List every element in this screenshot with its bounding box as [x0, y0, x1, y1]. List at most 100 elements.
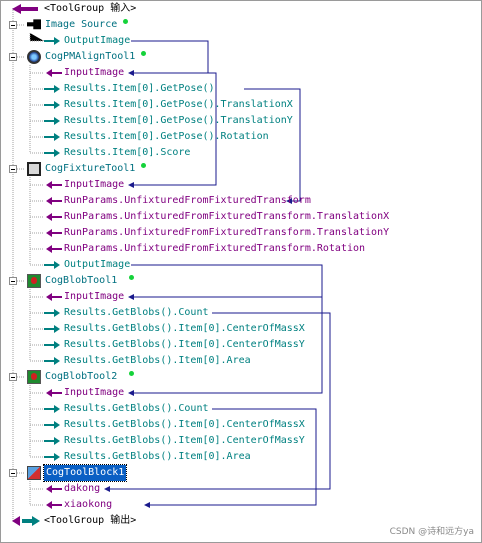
blob-icon	[27, 274, 41, 288]
input-arrow-icon	[46, 245, 62, 253]
group-output-label: <ToolGroup 输出>	[44, 515, 137, 526]
terminal-input[interactable]: RunParams.UnfixturedFromFixturedTransfor…	[44, 193, 384, 209]
input-arrow-icon	[46, 501, 62, 509]
collapse-toggle[interactable]	[9, 53, 17, 61]
tool-image-source[interactable]: Image Source	[5, 17, 205, 33]
status-ok-icon	[123, 19, 128, 24]
terminal-output[interactable]: Results.Item[0].GetPose().TranslationY	[44, 113, 344, 129]
group-output-row[interactable]: <ToolGroup 输出>	[8, 513, 208, 529]
terminal-output[interactable]: Results.Item[0].GetPose().TranslationX	[44, 97, 344, 113]
terminal-label: RunParams.UnfixturedFromFixturedTransfor…	[64, 243, 366, 254]
terminal-output[interactable]: Results.GetBlobs().Item[0].CenterOfMassX	[44, 417, 344, 433]
tool-block[interactable]: CogToolBlock1	[5, 464, 205, 482]
collapse-toggle[interactable]	[9, 277, 17, 285]
terminal-output[interactable]: Results.GetBlobs().Item[0].CenterOfMassY	[44, 433, 344, 449]
terminal-input[interactable]: InputImage	[44, 289, 164, 305]
collapse-toggle[interactable]	[9, 21, 17, 29]
input-arrow-icon	[46, 389, 62, 397]
output-arrow-icon	[44, 261, 60, 269]
terminal-label: Results.GetBlobs().Item[0].CenterOfMassY	[64, 435, 305, 446]
input-arrow-icon	[12, 4, 38, 14]
terminal-input[interactable]: InputImage	[44, 177, 164, 193]
collapse-toggle[interactable]	[9, 373, 17, 381]
input-arrow-icon	[46, 69, 62, 77]
terminal-output[interactable]: Results.GetBlobs().Item[0].Area	[44, 353, 344, 369]
terminal-output[interactable]: Results.GetBlobs().Count	[44, 305, 304, 321]
tool-name: Image Source	[45, 19, 118, 30]
output-arrow-icon	[44, 101, 60, 109]
group-input-row[interactable]: <ToolGroup 输入>	[8, 1, 208, 17]
terminal-label: Results.GetBlobs().Count	[64, 403, 209, 414]
terminal-output[interactable]: Results.GetBlobs().Item[0].Area	[44, 449, 344, 465]
collapse-toggle[interactable]	[9, 469, 17, 477]
status-ok-icon	[141, 163, 146, 168]
terminal-label: Results.Item[0].GetPose().Rotation	[64, 131, 269, 142]
terminal-label: Results.Item[0].GetPose()	[64, 83, 215, 94]
terminal-label: xiaokong	[64, 499, 113, 510]
watermark: CSDN @诗和远方ya	[389, 527, 474, 537]
fixture-icon	[27, 162, 41, 176]
output-arrow-icon	[44, 117, 60, 125]
terminal-label: dakong	[64, 483, 101, 494]
output-arrow-icon	[44, 37, 60, 45]
terminal-output[interactable]: OutputImage	[44, 33, 164, 49]
output-arrow-icon	[44, 421, 60, 429]
pm-align-icon	[27, 50, 41, 64]
terminal-input[interactable]: dakong	[44, 481, 164, 497]
terminal-output[interactable]: Results.Item[0].Score	[44, 145, 344, 161]
tool-name: CogBlobTool1	[45, 275, 118, 286]
output-arrow-icon	[44, 357, 60, 365]
output-arrow-icon	[44, 149, 60, 157]
terminal-label: InputImage	[64, 291, 125, 302]
collapse-toggle[interactable]	[9, 165, 17, 173]
output-arrow-icon	[44, 85, 60, 93]
terminal-output[interactable]: OutputImage	[44, 257, 164, 273]
output-arrow-icon	[44, 133, 60, 141]
output-arrow-icon	[44, 405, 60, 413]
terminal-label: Results.GetBlobs().Item[0].CenterOfMassY	[64, 339, 305, 350]
terminal-input[interactable]: RunParams.UnfixturedFromFixturedTransfor…	[44, 209, 404, 225]
tool-blob2[interactable]: CogBlobTool2	[5, 369, 205, 385]
input-arrow-icon	[46, 485, 62, 493]
group-input-label: <ToolGroup 输入>	[44, 3, 137, 14]
tool-name: CogFixtureTool1	[45, 163, 136, 174]
tool-pm-align[interactable]: CogPMAlignTool1	[5, 49, 205, 65]
status-ok-icon	[129, 371, 134, 376]
terminal-input[interactable]: RunParams.UnfixturedFromFixturedTransfor…	[44, 241, 404, 257]
terminal-label: Results.Item[0].GetPose().TranslationX	[64, 99, 293, 110]
terminal-input[interactable]: xiaokong	[44, 497, 164, 513]
terminal-output[interactable]: Results.GetBlobs().Count	[44, 401, 304, 417]
terminal-label: Results.GetBlobs().Item[0].Area	[64, 355, 251, 366]
terminal-output[interactable]: Results.Item[0].GetPose()	[44, 81, 344, 97]
input-arrow-icon	[46, 213, 62, 221]
terminal-label: OutputImage	[64, 35, 131, 46]
terminal-input[interactable]: InputImage	[44, 385, 164, 401]
terminal-output[interactable]: Results.Item[0].GetPose().Rotation	[44, 129, 344, 145]
output-arrow-icon	[44, 309, 60, 317]
input-arrow-icon	[46, 293, 62, 301]
terminal-input[interactable]: InputImage	[44, 65, 164, 81]
tool-name: CogBlobTool2	[45, 371, 118, 382]
tool-block-icon	[27, 466, 41, 480]
terminal-output[interactable]: Results.GetBlobs().Item[0].CenterOfMassX	[44, 321, 344, 337]
terminal-label: Results.Item[0].Score	[64, 147, 191, 158]
tool-blob1[interactable]: CogBlobTool1	[5, 273, 205, 289]
output-arrow-icon	[44, 341, 60, 349]
camera-icon	[27, 19, 41, 30]
terminal-label: Results.GetBlobs().Item[0].Area	[64, 451, 251, 462]
output-arrow-icon	[12, 516, 40, 526]
terminal-label: Results.GetBlobs().Item[0].CenterOfMassX	[64, 323, 305, 334]
terminal-label: InputImage	[64, 387, 125, 398]
terminal-label: Results.GetBlobs().Item[0].CenterOfMassX	[64, 419, 305, 430]
tool-fixture[interactable]: CogFixtureTool1	[5, 161, 205, 177]
status-ok-icon	[129, 275, 134, 280]
terminal-input[interactable]: RunParams.UnfixturedFromFixturedTransfor…	[44, 225, 404, 241]
terminal-label: Results.GetBlobs().Count	[64, 307, 209, 318]
input-arrow-icon	[46, 181, 62, 189]
input-arrow-icon	[46, 197, 62, 205]
terminal-output[interactable]: Results.GetBlobs().Item[0].CenterOfMassY	[44, 337, 344, 353]
blob-icon	[27, 370, 41, 384]
